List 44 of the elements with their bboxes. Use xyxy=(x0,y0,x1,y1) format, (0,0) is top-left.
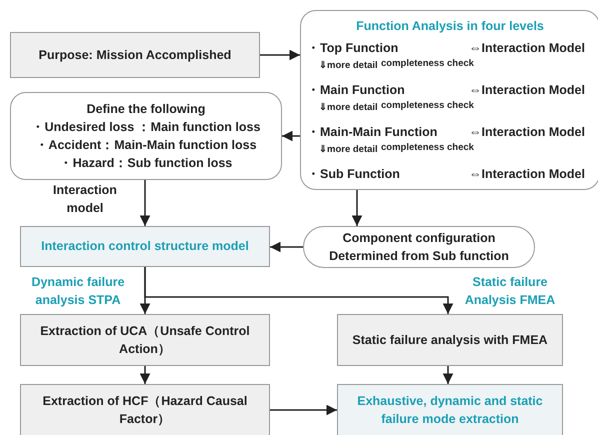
heading: Function Analysis in four levels xyxy=(355,18,545,35)
arrow xyxy=(352,190,362,226)
arrow xyxy=(270,242,303,252)
heading: Define the following xyxy=(86,100,206,118)
process-box xyxy=(10,32,260,78)
process-box xyxy=(337,314,563,366)
arrow xyxy=(270,404,337,416)
list-item: ・Undesired loss ：Main function loss xyxy=(32,118,260,136)
box-text: Static failure analysis with FMEA xyxy=(351,332,549,349)
process-box xyxy=(20,314,270,366)
function-item: ・Main-Main Function xyxy=(307,124,438,141)
detail-note: ⇓more detail xyxy=(319,59,378,73)
process-box xyxy=(20,384,270,435)
arrow xyxy=(140,366,150,384)
function-item: ・Sub Function xyxy=(307,166,400,183)
arrow xyxy=(282,130,300,142)
arrow xyxy=(442,366,454,384)
arrow xyxy=(144,267,454,314)
box-text: Component configuration Determined from Sub function xyxy=(328,230,510,265)
model-text: ⇔Interaction Model xyxy=(469,82,585,99)
box-text: Exhaustive, dynamic and static failure mode extraction xyxy=(356,392,544,428)
arrow xyxy=(260,50,300,60)
arrow xyxy=(140,180,150,226)
rounded-box xyxy=(10,92,282,180)
model-text: ⇔Interaction Model xyxy=(469,166,585,183)
check-note: completeness check xyxy=(381,141,474,155)
detail-note: ⇓more detail xyxy=(319,101,378,115)
rounded-box xyxy=(303,226,535,268)
process-box xyxy=(337,384,563,435)
box-text: Interaction control structure model xyxy=(41,238,249,256)
box-text: Extraction of UCA（Unsafe Control Action） xyxy=(39,322,251,358)
detail-note: ⇓more detail xyxy=(319,143,378,157)
box-text: Extraction of HCF（Hazard Causal Factor） xyxy=(42,392,248,428)
check-note: completeness check xyxy=(381,99,474,113)
list-item: ・Hazard：Sub function loss xyxy=(60,155,232,172)
model-text: ⇔Interaction Model xyxy=(469,124,585,141)
list-item: ・Accident：Main-Main function loss xyxy=(35,137,257,154)
function-item: ・Main Function xyxy=(307,82,405,99)
box-text: Purpose: Mission Accomplished xyxy=(38,46,232,64)
function-item: ・Top Function xyxy=(307,40,398,57)
model-text: ⇔Interaction Model xyxy=(469,40,585,57)
rounded-box xyxy=(300,10,598,190)
process-box xyxy=(20,226,270,267)
check-note: completeness check xyxy=(381,57,474,71)
